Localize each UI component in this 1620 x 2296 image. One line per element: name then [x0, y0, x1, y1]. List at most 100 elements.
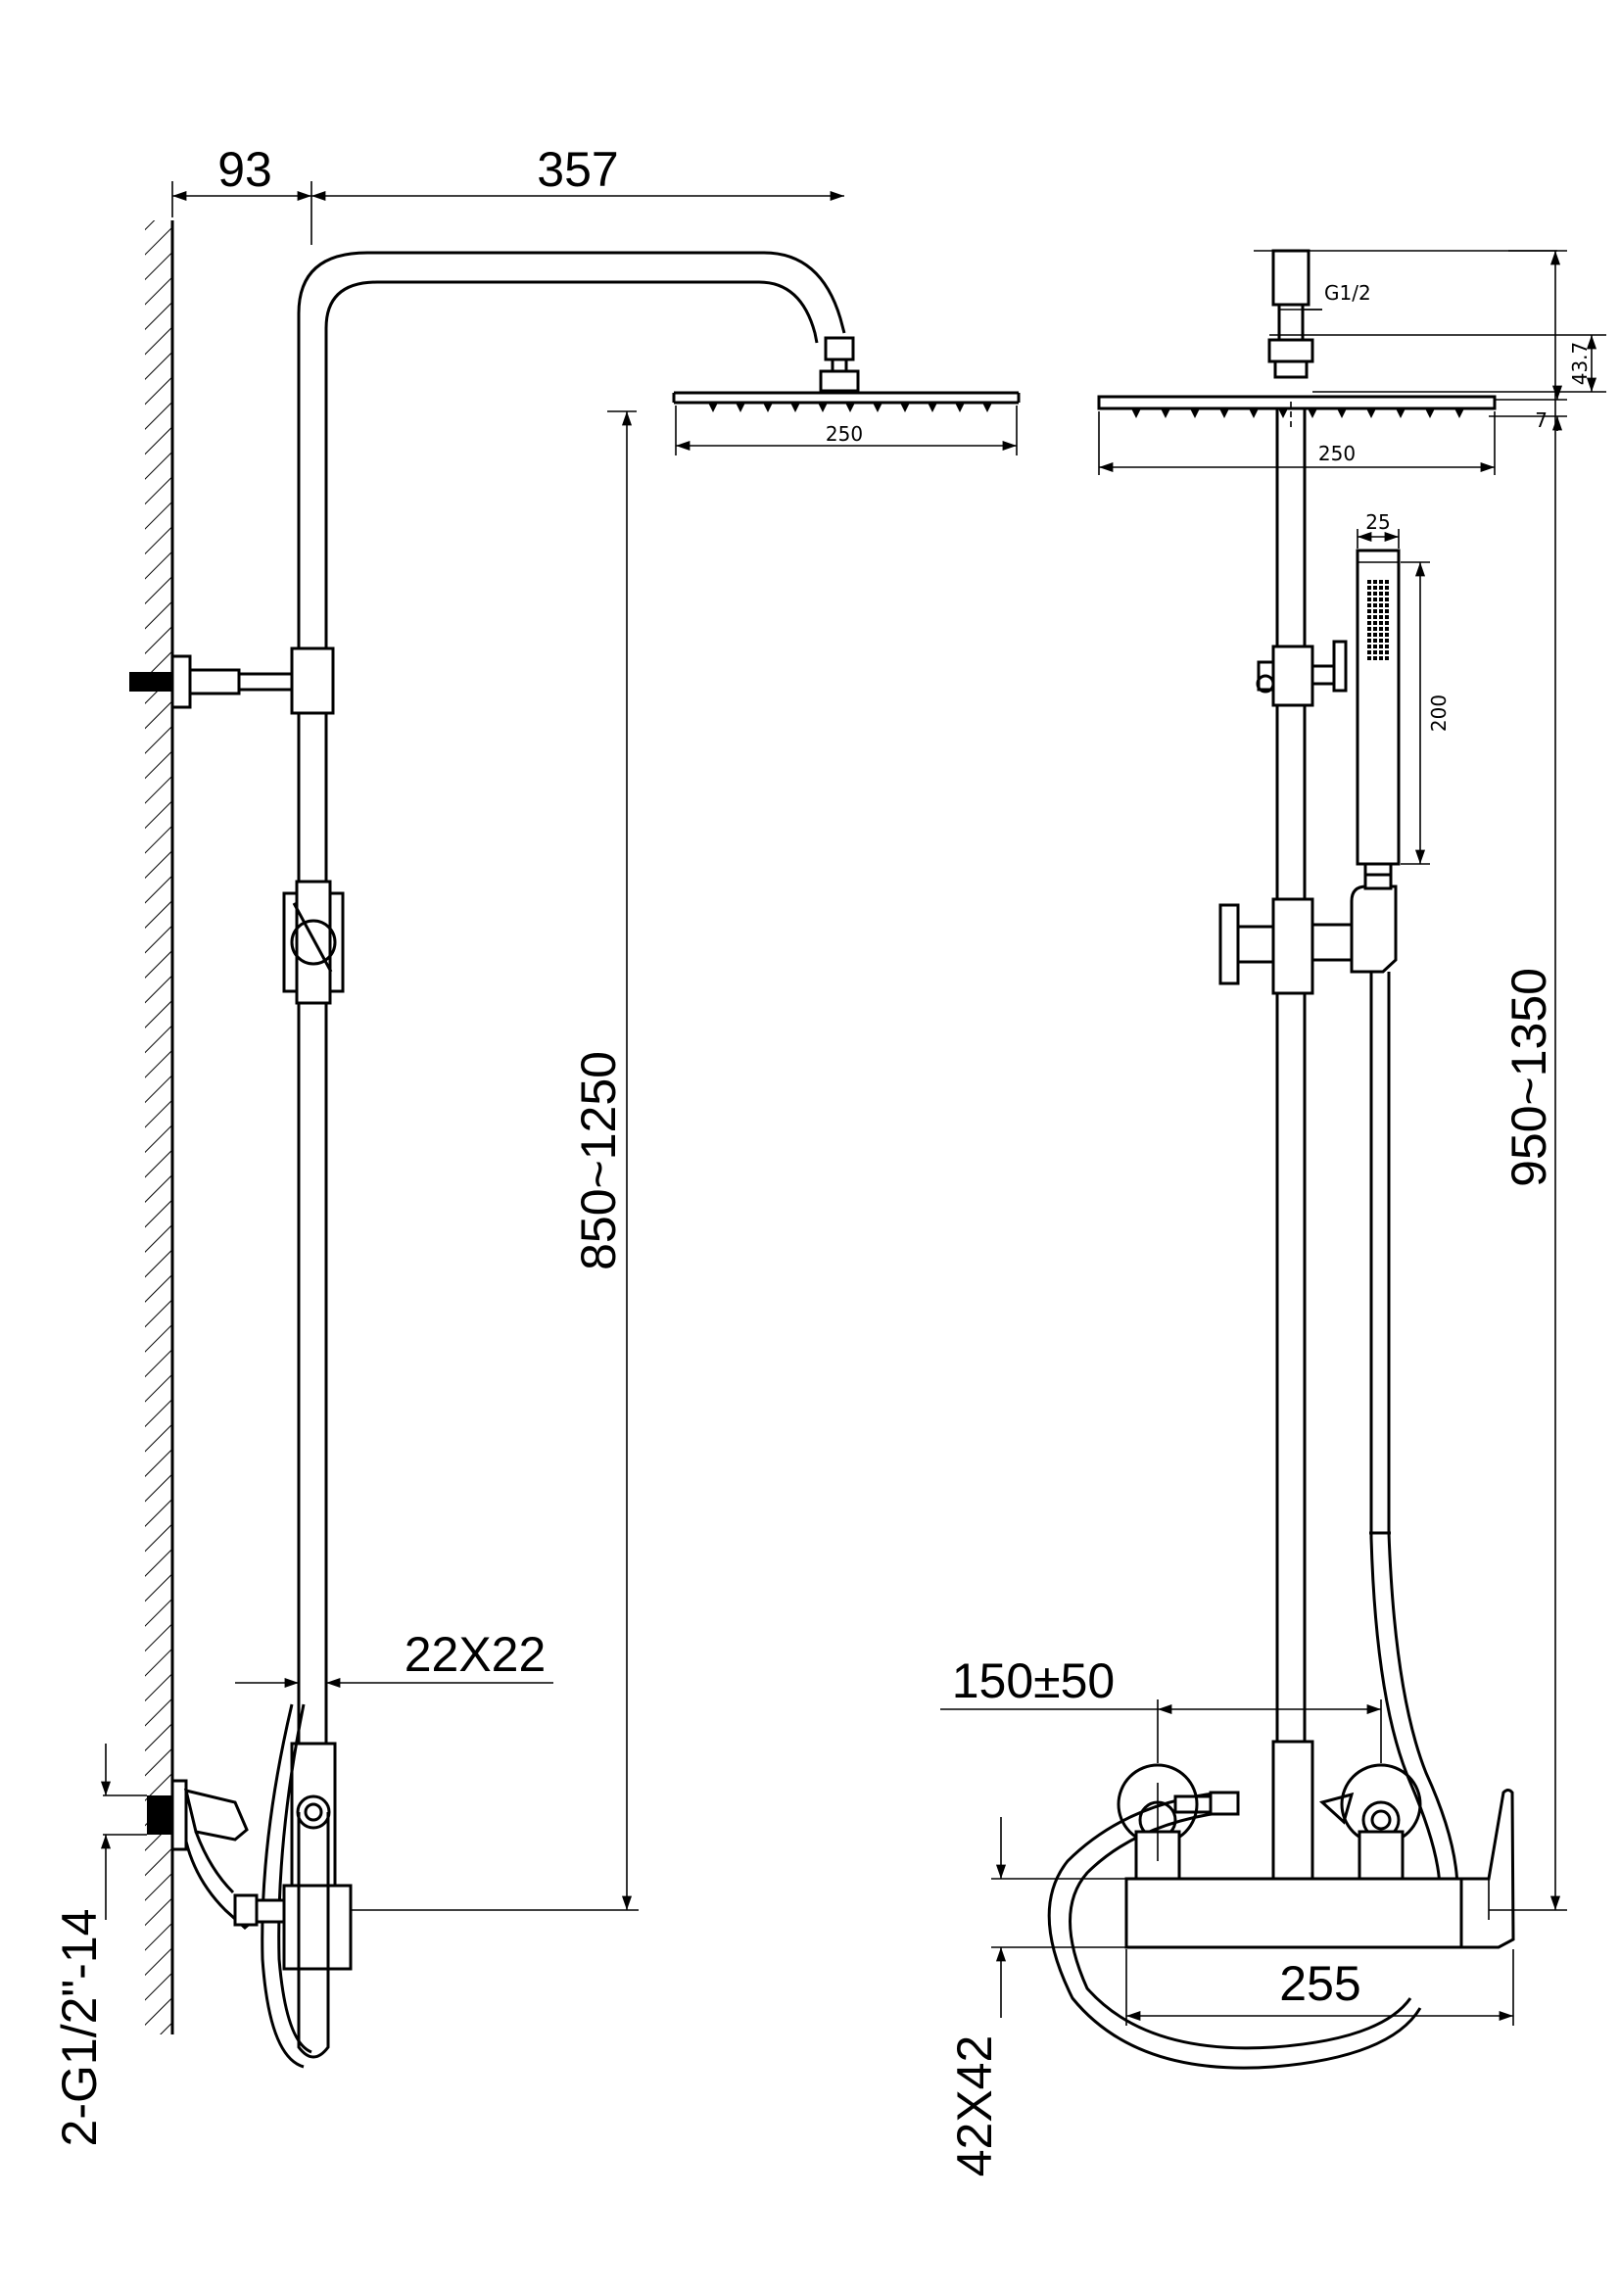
- spray-hole: [1373, 603, 1377, 607]
- mixer-section-dimension: 42X42: [947, 1817, 1126, 2176]
- nozzle: [818, 403, 828, 412]
- spray-hole: [1379, 609, 1383, 613]
- nozzle: [982, 403, 992, 412]
- spray-hole: [1385, 645, 1389, 648]
- inlet-thread-dimension: 2-G1/2"-14: [52, 1744, 147, 2146]
- spray-hole: [1373, 609, 1377, 613]
- dim-inlet-thread-label: 2-G1/2"-14: [52, 1909, 107, 2147]
- handshower-holder: [1256, 640, 1348, 707]
- nozzle: [955, 403, 965, 412]
- front-view: G1/2 43.7 7 250: [940, 249, 1606, 2176]
- spray-hole: [1373, 627, 1377, 631]
- nozzle: [708, 403, 718, 412]
- dim-arm-length-label: 357: [537, 142, 618, 197]
- head-connector: [819, 336, 860, 393]
- inlet-spacing-dimension: 150±50: [940, 1653, 1382, 1763]
- spray-hole: [1367, 603, 1371, 607]
- spray-hole: [1373, 645, 1377, 648]
- nozzle: [900, 403, 910, 412]
- spray-hole: [1385, 639, 1389, 643]
- spray-hole: [1385, 580, 1389, 584]
- spray-hole: [1379, 580, 1383, 584]
- spray-hole: [1385, 592, 1389, 596]
- spray-hole: [1379, 603, 1383, 607]
- hose-connector: [1173, 1791, 1240, 1816]
- spray-hole: [1385, 633, 1389, 637]
- mixer-length-dimension: 255: [1125, 1949, 1514, 2026]
- slider-side: [282, 880, 345, 1005]
- spray-hole: [1385, 621, 1389, 625]
- nozzle: [1278, 408, 1288, 418]
- spray-hole: [1367, 645, 1371, 648]
- wall: [145, 220, 174, 2034]
- nozzle: [1190, 408, 1200, 418]
- wall-bracket: [129, 646, 335, 715]
- nozzle: [1161, 408, 1170, 418]
- bar-section-dimension: 22X22: [235, 1627, 553, 1689]
- dim-mixer-section-label: 42X42: [947, 2035, 1002, 2177]
- spray-hole: [1379, 627, 1383, 631]
- shower-head-front: 250: [1097, 395, 1497, 475]
- spray-hole: [1385, 650, 1389, 654]
- nozzle: [928, 403, 937, 412]
- dim-height-range-label: 850~1250: [571, 1051, 626, 1270]
- spray-hole: [1385, 609, 1389, 613]
- spray-hole: [1385, 586, 1389, 590]
- nozzle: [1454, 408, 1464, 418]
- spray-hole: [1367, 586, 1371, 590]
- dim-handshower-width-label: 25: [1365, 510, 1390, 534]
- spray-hole: [1379, 656, 1383, 660]
- dim-wall-offset-label: 93: [217, 142, 272, 197]
- dim-mixer-length-label: 255: [1279, 1956, 1360, 2011]
- nozzle: [1366, 408, 1376, 418]
- nozzle: [1396, 408, 1406, 418]
- spray-hole: [1367, 609, 1371, 613]
- nozzle: [736, 403, 745, 412]
- dim-total-height-range-label: 950~1350: [1501, 968, 1556, 1187]
- spray-hole: [1367, 650, 1371, 654]
- spray-hole: [1367, 656, 1371, 660]
- spray-hole: [1385, 603, 1389, 607]
- spray-hole: [1367, 598, 1371, 601]
- shower-head-side: 250: [672, 391, 1021, 455]
- nozzle: [1131, 408, 1141, 418]
- mixer-side: [147, 1703, 353, 2069]
- mixer-front: [1117, 1740, 1515, 1949]
- height-dimension-side: 850~1250: [348, 410, 639, 1911]
- height-dimension-front: 950~1350: [1489, 250, 1567, 1911]
- spray-hole: [1367, 621, 1371, 625]
- spray-hole: [1367, 580, 1371, 584]
- nozzle: [1425, 408, 1435, 418]
- dim-head-width-side-label: 250: [826, 422, 863, 446]
- slider-front: [1218, 873, 1398, 995]
- spray-hole: [1379, 633, 1383, 637]
- spray-hole: [1373, 656, 1377, 660]
- spray-hole: [1373, 621, 1377, 625]
- nozzle: [1249, 408, 1259, 418]
- nozzle: [873, 403, 882, 412]
- spray-hole: [1367, 633, 1371, 637]
- riser-pipe: [297, 251, 846, 1744]
- spray-hole: [1379, 621, 1383, 625]
- spray-hole: [1373, 592, 1377, 596]
- riser-front: [1275, 402, 1307, 1748]
- dim-head-offset-label: 43.7: [1568, 342, 1592, 386]
- spray-hole: [1373, 598, 1377, 601]
- dim-inlet-spacing-label: 150±50: [952, 1653, 1115, 1708]
- spray-hole: [1373, 639, 1377, 643]
- spray-hole: [1379, 650, 1383, 654]
- spray-hole: [1373, 615, 1377, 619]
- nozzle: [790, 403, 800, 412]
- spray-hole: [1379, 639, 1383, 643]
- spray-hole: [1385, 615, 1389, 619]
- spray-hole: [1379, 586, 1383, 590]
- spray-hole: [1379, 615, 1383, 619]
- spray-hole: [1385, 656, 1389, 660]
- spray-hole: [1367, 592, 1371, 596]
- spray-hole: [1367, 627, 1371, 631]
- nozzle: [763, 403, 773, 412]
- spray-hole: [1379, 598, 1383, 601]
- spray-hole: [1373, 633, 1377, 637]
